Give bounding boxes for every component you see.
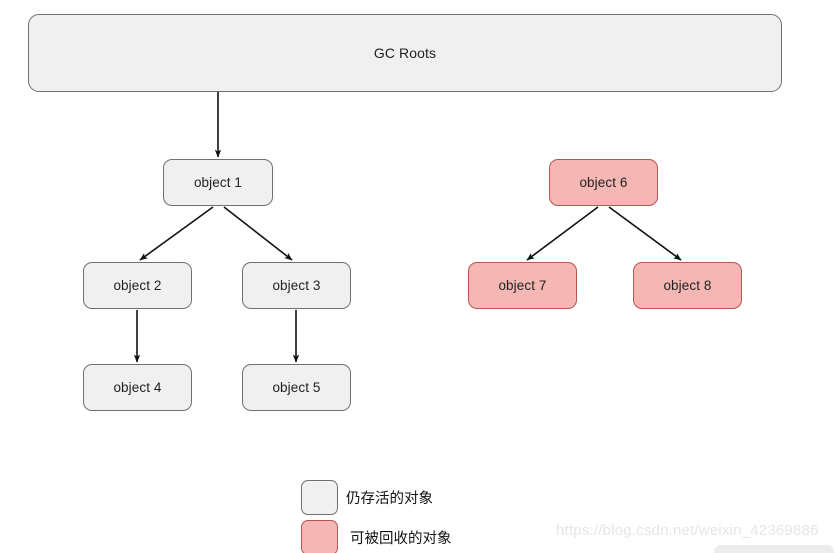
legend-label-alive: 仍存活的对象	[346, 491, 433, 507]
node-object1[interactable]: object 1	[163, 159, 273, 206]
node-object8[interactable]: object 8	[633, 262, 742, 309]
node-object7[interactable]: object 7	[468, 262, 577, 309]
node-object2[interactable]: object 2	[83, 262, 192, 309]
legend-swatch-alive	[301, 480, 338, 515]
node-label: object 1	[193, 174, 243, 190]
ghost-bar-decoration	[714, 545, 834, 553]
node-label: object 5	[272, 379, 321, 395]
node-label: object 6	[579, 174, 628, 190]
legend-label-dead: 可被回收的对象	[350, 531, 452, 547]
node-label: object 2	[113, 277, 162, 293]
node-label: GC Roots	[373, 45, 437, 61]
node-label: object 8	[663, 277, 712, 293]
edge-object6-to-object8	[608, 206, 682, 261]
legend-swatch-dead	[301, 520, 338, 553]
edge-lines	[133, 92, 682, 363]
node-object4[interactable]: object 4	[83, 364, 192, 411]
node-label: object 7	[498, 277, 547, 293]
node-root[interactable]: GC Roots	[28, 14, 782, 92]
edge-object1-to-object2	[139, 206, 214, 261]
node-object6[interactable]: object 6	[549, 159, 658, 206]
watermark-text: https://blog.csdn.net/weixin_42369886	[556, 522, 819, 539]
edge-object6-to-object7	[526, 206, 599, 261]
node-object5[interactable]: object 5	[242, 364, 351, 411]
node-label: object 4	[113, 379, 162, 395]
node-label: object 3	[272, 277, 321, 293]
node-object3[interactable]: object 3	[242, 262, 351, 309]
edge-object1-to-object3	[223, 206, 293, 261]
